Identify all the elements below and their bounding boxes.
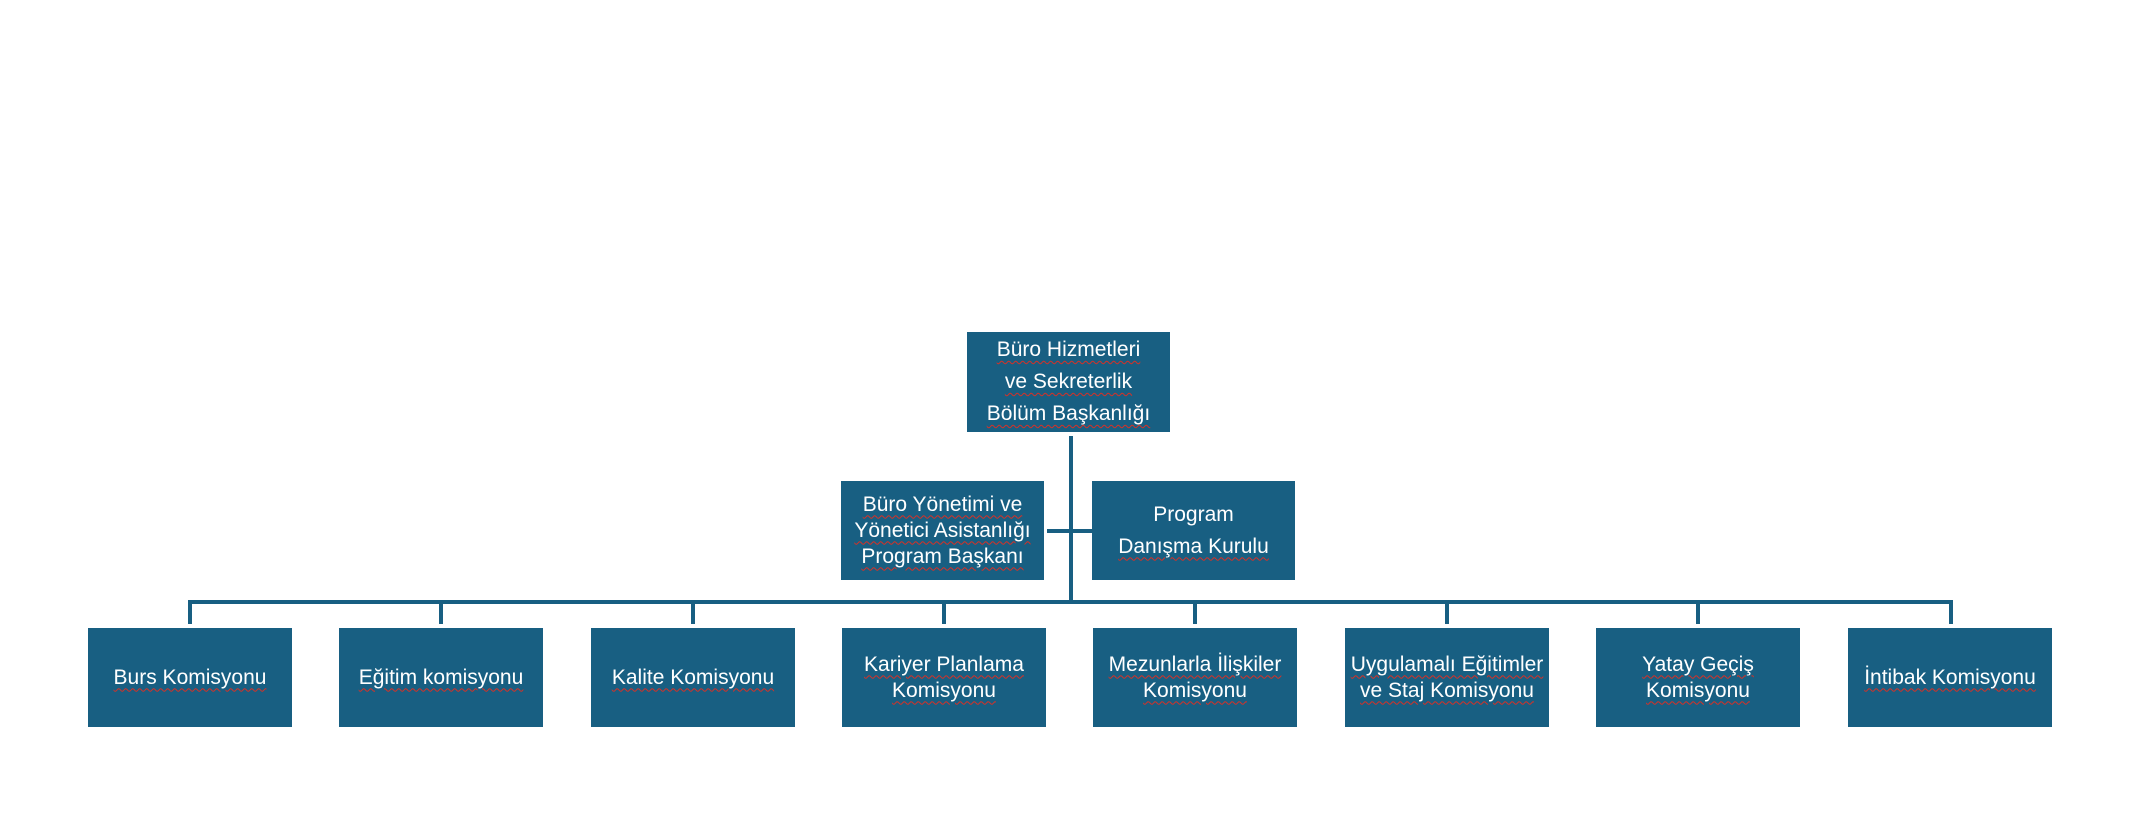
node-label-line: Danışma Kurulu [1118, 534, 1269, 558]
node-label-line: Bölüm Başkanlığı [986, 402, 1151, 425]
node-yatay-gecis-komisyonu: Yatay Geçiş Komisyonu [1596, 628, 1800, 727]
connector-drop-6 [1445, 600, 1449, 624]
node-label-line: Mezunlarla İlişkiler [1108, 652, 1282, 676]
node-label-line: Komisyonu [892, 678, 996, 702]
connector-commission-bus [188, 600, 1953, 604]
node-label-line: Komisyonu [1646, 678, 1750, 702]
node-label-line: Uygulamalı Eğitimler [1350, 652, 1544, 676]
connector-drop-8 [1949, 600, 1953, 624]
node-label-line: Kariyer Planlama [864, 652, 1024, 676]
node-label-line: Komisyonu [1143, 678, 1247, 702]
node-kariyer-planlama-komisyonu: Kariyer Planlama Komisyonu [842, 628, 1046, 727]
node-label-line: Yatay Geçiş [1642, 652, 1754, 676]
connector-drop-2 [439, 600, 443, 624]
node-intibak-komisyonu: İntibak Komisyonu [1848, 628, 2052, 727]
node-label-line: Burs Komisyonu [113, 665, 267, 689]
node-label-line: İntibak Komisyonu [1864, 665, 2036, 689]
node-label-line: ve Staj Komisyonu [1360, 678, 1534, 702]
connector-drop-1 [188, 600, 192, 624]
connector-drop-3 [691, 600, 695, 624]
node-burs-komisyonu: Burs Komisyonu [88, 628, 292, 727]
connector-drop-7 [1696, 600, 1700, 624]
connector-top-trunk [1069, 436, 1073, 604]
node-kalite-komisyonu: Kalite Komisyonu [591, 628, 795, 727]
node-label-line: Eğitim komisyonu [358, 665, 524, 689]
node-danisma-kurulu: Program Danışma Kurulu [1092, 481, 1295, 580]
connector-drop-5 [1193, 600, 1197, 624]
node-mezunlarla-iliskiler-komisyonu: Mezunlarla İlişkiler Komisyonu [1093, 628, 1297, 727]
node-label-line: Büro Yönetimi ve [862, 492, 1023, 516]
node-label-line: Büro Hizmetleri [996, 338, 1141, 361]
node-label-line: Kalite Komisyonu [611, 665, 775, 689]
node-bolum-baskanligi: Büro Hizmetleri ve Sekreterlik Bölüm Baş… [967, 332, 1170, 432]
node-uygulamali-egitimler-komisyonu: Uygulamalı Eğitimler ve Staj Komisyonu [1345, 628, 1549, 727]
node-label-line: Program Başkanı [861, 544, 1024, 568]
node-label-line: Program [1153, 502, 1234, 526]
node-label-line: ve Sekreterlik [1004, 370, 1133, 393]
connector-assistant-branch [1047, 529, 1095, 533]
node-egitim-komisyonu: Eğitim komisyonu [339, 628, 543, 727]
node-program-baskani: Büro Yönetimi ve Yönetici Asistanlığı Pr… [841, 481, 1044, 580]
node-label-line: Yönetici Asistanlığı [854, 518, 1031, 542]
connector-drop-4 [942, 600, 946, 624]
